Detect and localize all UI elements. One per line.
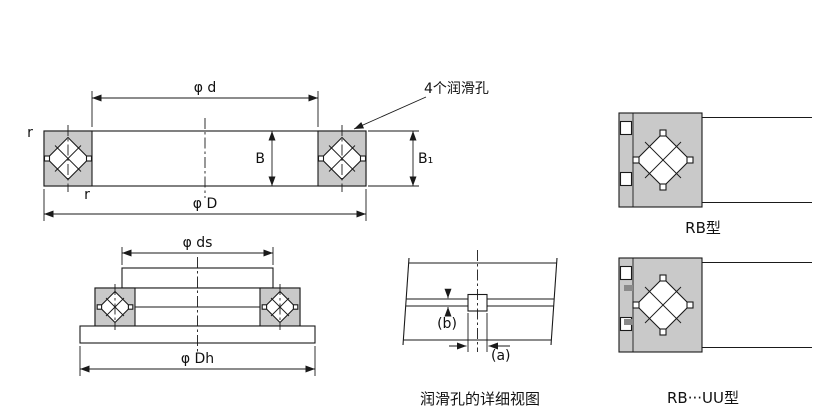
dim-phi-d: φ d [91,80,319,127]
rb-uu-type-caption: RB···UU型 [667,389,739,407]
left-break-line [402,257,410,346]
dim-a: (a) [449,313,511,364]
dim-label-phi-ds: φ ds [183,235,213,251]
fillet-label-bottom: r [84,187,90,203]
dim-label-phi-Dh: φ Dh [181,351,214,367]
dim-b: (b) [437,288,457,332]
dim-label-phi-D: φ D [193,196,217,212]
main-section-view: φ d 4个润滑孔 φ D B B₁ r r [27,80,489,221]
dim-label-B1: B₁ [418,151,433,167]
rb-uu-type-view: RB···UU型 [618,257,812,407]
mounting-section-view: φ ds φ Dh [79,235,316,376]
right-roller-symbol [261,284,299,330]
bolt-hole-section [619,171,633,187]
dim-label-a: (a) [491,348,511,364]
dim-phi-ds: φ ds [121,235,274,265]
dim-label-b: (b) [437,316,457,332]
lube-detail-caption: 润滑孔的详细视图 [420,390,540,408]
left-roller-symbol [96,284,134,330]
dim-phi-D: φ D [43,189,367,221]
dim-phi-Dh: φ Dh [79,346,316,376]
seal-bottom [624,319,633,325]
roller-symbol [632,129,694,191]
rb-type-caption: RB型 [685,219,721,237]
right-break-line [550,257,558,346]
lube-hole-detail: (b) (a) 润滑孔的详细视图 [402,250,558,408]
lube-holes-label: 4个润滑孔 [424,80,489,97]
leader-line [353,96,427,130]
fillet-label-top: r [27,125,33,141]
dim-B: B [255,131,276,186]
dim-label-phi-d: φ d [194,80,217,96]
bolt-hole-section [619,265,633,281]
roller-symbol [632,274,694,336]
right-roller-symbol [317,125,367,192]
bolt-hole-section [619,120,633,136]
lube-holes-note: 4个润滑孔 [353,80,489,130]
rb-type-view: RB型 [618,112,812,237]
dim-label-B: B [255,151,265,167]
dim-B1: B₁ [368,130,433,187]
seal-top [624,285,633,291]
left-roller-symbol [43,125,93,192]
